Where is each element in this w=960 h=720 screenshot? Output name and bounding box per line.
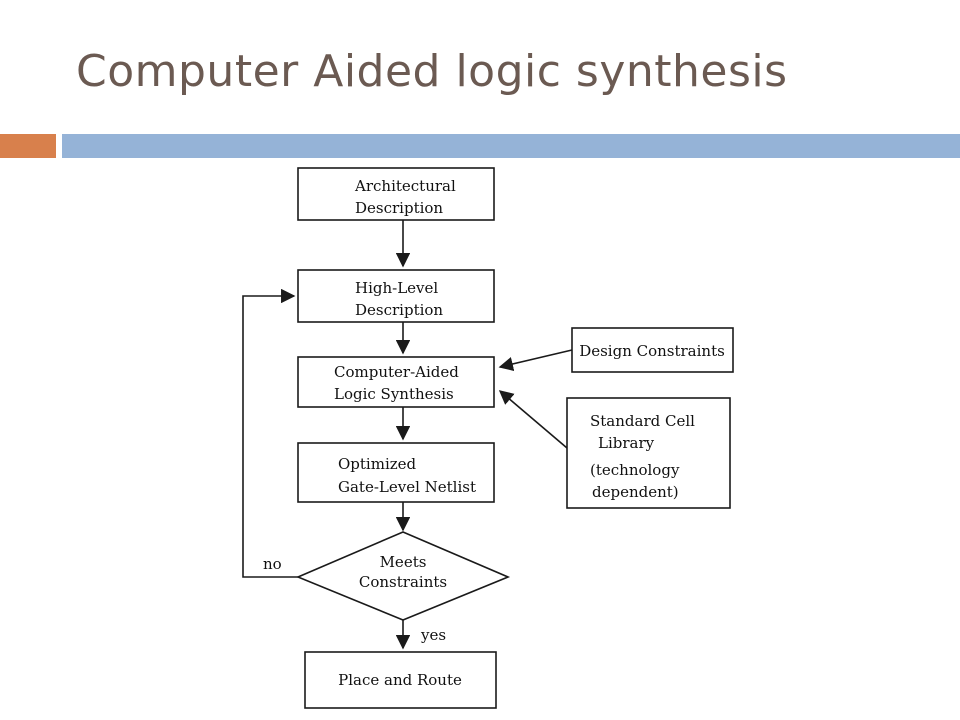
place-route-label: Place and Route [338, 671, 462, 689]
high-level-label-line2: Description [355, 301, 443, 319]
architectural-label-line2: Description [355, 199, 443, 217]
place-and-route-box: Place and Route [304, 651, 497, 709]
design-constraints-box: Design Constraints [571, 327, 734, 373]
high-level-label-line1: High-Level [355, 279, 438, 297]
arrow-design-constraints-to-synthesis [498, 349, 573, 372]
architectural-description-box: Architectural Description [297, 167, 495, 221]
decision-label-line1: Meets [380, 553, 427, 571]
standard-cell-library-box: Standard Cell Library (technology depend… [566, 397, 731, 509]
cell-library-label-line2: Library [598, 434, 655, 452]
title-accent-bar [0, 134, 56, 158]
netlist-label-line1: Optimized [338, 455, 417, 473]
design-constraints-label: Design Constraints [579, 342, 725, 360]
slide-title: Computer Aided logic synthesis [76, 46, 788, 97]
gate-level-netlist-box: Optimized Gate-Level Netlist [297, 442, 495, 503]
decision-label-line2: Constraints [359, 573, 447, 591]
cell-library-label-line1: Standard Cell [590, 412, 695, 430]
meets-constraints-decision: Meets Constraints [295, 531, 511, 621]
logic-synthesis-box: Computer-Aided Logic Synthesis [297, 356, 495, 408]
arrow-cell-library-to-synthesis [498, 390, 568, 449]
synthesis-label-line1: Computer-Aided [334, 363, 459, 381]
high-level-description-box: High-Level Description [297, 269, 495, 323]
no-branch-label: no [263, 555, 282, 573]
cell-library-label-line3: (technology [590, 461, 680, 479]
synthesis-label-line2: Logic Synthesis [334, 385, 454, 403]
title-rule-bar [62, 134, 960, 158]
architectural-label-line1: Architectural [354, 177, 456, 195]
netlist-label-line2: Gate-Level Netlist [338, 478, 476, 496]
yes-branch-label: yes [420, 626, 446, 644]
cell-library-label-line4: dependent) [592, 483, 679, 501]
arrow-no-feedback-loop [242, 288, 298, 578]
